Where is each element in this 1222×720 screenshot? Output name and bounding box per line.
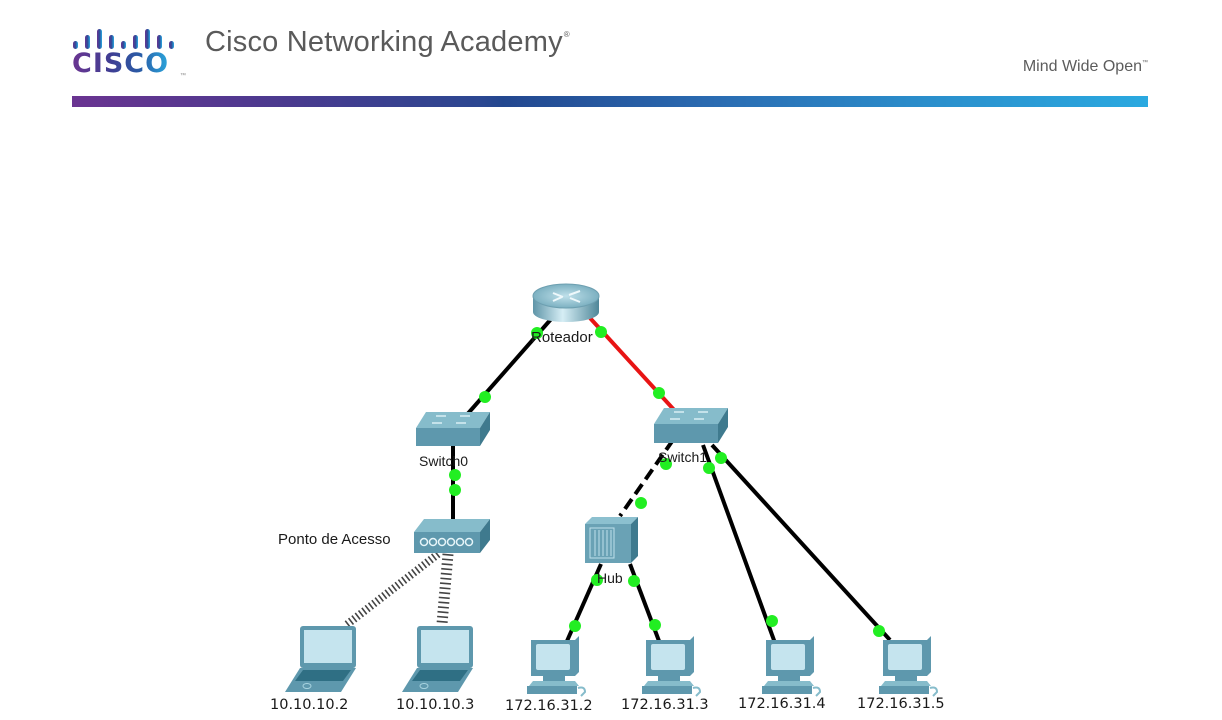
- pc1-ip-label: 172.16.31.2: [505, 698, 593, 714]
- hub-vents-icon: [594, 530, 612, 556]
- port-up-indicator: [595, 326, 607, 338]
- tagline-trademark: ™: [1142, 60, 1148, 66]
- link-switch1-pc3[interactable]: [701, 444, 777, 644]
- registered-mark: ®: [563, 30, 570, 39]
- page-header: CISCO ™ Cisco Networking Academy® Mind W…: [0, 0, 1222, 110]
- tagline: Mind Wide Open™: [1023, 58, 1148, 76]
- pc3-device[interactable]: [762, 636, 822, 697]
- port-up-indicator: [715, 452, 727, 464]
- laptop2-device[interactable]: [402, 626, 473, 692]
- switch1-device[interactable]: [654, 408, 728, 443]
- link-ap-laptop2[interactable]: [436, 553, 454, 625]
- port-up-indicator: [449, 469, 461, 481]
- switch-arrows-icon: [432, 415, 470, 424]
- pc3-ip-label: 172.16.31.4: [738, 696, 826, 712]
- link-switch1-hub[interactable]: [618, 438, 675, 518]
- cisco-trademark: ™: [180, 73, 186, 79]
- hub-device[interactable]: [585, 517, 638, 563]
- port-up-indicator: [479, 391, 491, 403]
- tagline-text: Mind Wide Open: [1022, 58, 1142, 75]
- port-indicators: [449, 326, 885, 637]
- link-switch1-pc4[interactable]: [710, 443, 892, 642]
- pc2-device[interactable]: [642, 636, 702, 697]
- port-up-indicator: [766, 615, 778, 627]
- port-up-indicator: [703, 462, 715, 474]
- links-layer: [342, 316, 892, 644]
- switch1-label: Switch1: [658, 449, 708, 465]
- port-up-indicator: [531, 327, 543, 339]
- hub-icon-side: [631, 517, 638, 563]
- port-up-indicator: [660, 458, 672, 470]
- router-label: Roteador: [531, 329, 593, 346]
- port-up-indicator: [649, 619, 661, 631]
- link-ap-laptop1[interactable]: [342, 550, 441, 630]
- port-up-indicator: [449, 484, 461, 496]
- desktop-pc-icon: [762, 636, 822, 697]
- cisco-bridge-bars-icon: [73, 29, 174, 49]
- cisco-logo: CISCO ™: [72, 28, 186, 80]
- laptop-icon: [402, 626, 473, 692]
- router-device[interactable]: [532, 283, 600, 322]
- port-up-indicator: [591, 574, 603, 586]
- switch-icon-front: [654, 424, 718, 443]
- switch-arrows-icon: [670, 411, 708, 420]
- switch-icon-side: [718, 408, 728, 443]
- laptop2-ip-label: 10.10.10.3: [396, 697, 475, 713]
- access-point-label: Ponto de Acesso: [278, 531, 391, 548]
- port-up-indicator: [569, 620, 581, 632]
- access-point-icon-top: [414, 519, 490, 532]
- academy-title: Cisco Networking Academy®: [205, 26, 570, 59]
- laptop1-ip-label: 10.10.10.2: [270, 697, 349, 713]
- hub-icon-top: [585, 517, 638, 524]
- switch0-device[interactable]: [416, 412, 490, 446]
- antenna-rings-icon: [419, 537, 474, 547]
- pc1-device[interactable]: [527, 636, 587, 697]
- switch-icon-side: [480, 412, 490, 446]
- brand-gradient-bar: [72, 96, 1148, 107]
- desktop-pc-icon: [879, 636, 939, 697]
- laptop1-device[interactable]: [285, 626, 356, 692]
- switch0-label: Switch0: [419, 453, 469, 469]
- desktop-pc-icon: [527, 636, 587, 697]
- switch-icon-top: [654, 408, 728, 424]
- port-up-indicator: [873, 625, 885, 637]
- academy-title-text: Cisco Networking Academy: [205, 26, 563, 58]
- pc4-ip-label: 172.16.31.5: [857, 696, 945, 712]
- switch-icon-top: [416, 412, 490, 428]
- access-point-icon-side: [480, 519, 490, 553]
- port-up-indicator: [628, 575, 640, 587]
- cisco-wordmark: CISCO: [72, 48, 170, 79]
- hub-label: Hub: [597, 570, 623, 586]
- pc4-device[interactable]: [879, 636, 939, 697]
- router-icon-top: [532, 283, 600, 309]
- access-point-device[interactable]: [414, 519, 490, 553]
- router-arrows-icon: [552, 290, 581, 303]
- hub-icon-front: [585, 524, 631, 563]
- port-up-indicator: [635, 497, 647, 509]
- laptop-icon: [285, 626, 356, 692]
- desktop-pc-icon: [642, 636, 702, 697]
- port-up-indicator: [653, 387, 665, 399]
- switch-icon-front: [416, 428, 480, 446]
- pc2-ip-label: 172.16.31.3: [621, 697, 709, 713]
